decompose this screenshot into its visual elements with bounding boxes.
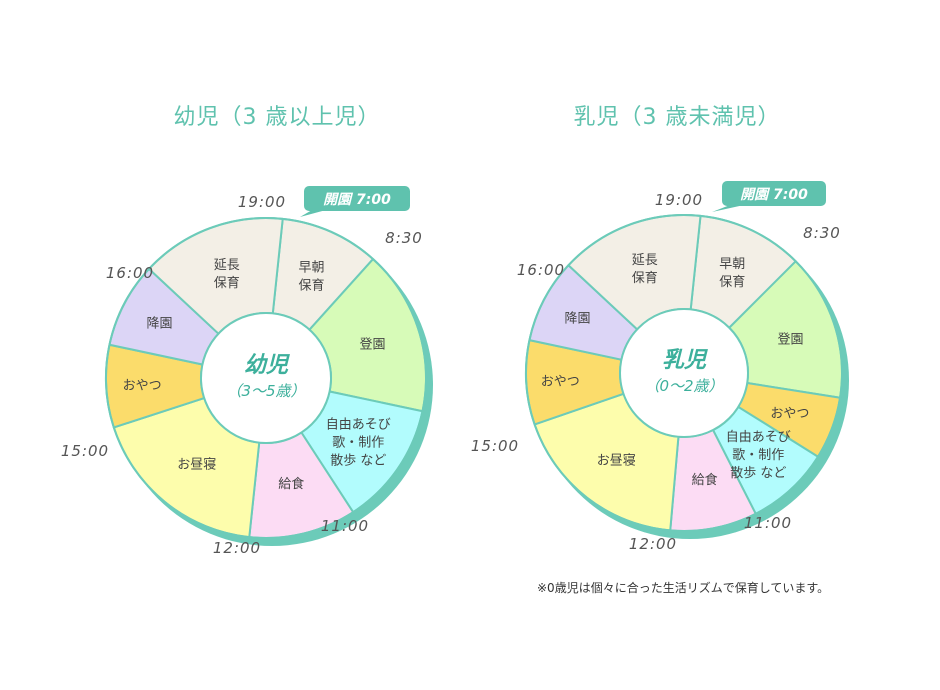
segment-label-1: 登園 [778,332,804,347]
footnote: ※0歳児は個々に合った生活リズムで保育しています。 [537,580,829,595]
time-label-3: 12:00 [629,535,677,553]
segment-label-0: 早朝保育 [719,257,745,290]
segment-label-7: 降園 [565,312,591,327]
center-title: 乳児 [662,348,708,373]
opening-badge-text: 開園 7:00 [740,187,808,203]
segment-label-4: 給食 [692,472,718,488]
time-label-5: 16:00 [106,264,154,282]
segment-label-5: お昼寝 [597,453,636,469]
segment-label-1: 登園 [360,337,386,352]
time-label-1: 8:30 [803,224,841,242]
ring-outline [105,217,427,539]
time-label-3: 12:00 [213,539,261,557]
segment-label-4: お昼寝 [177,456,216,472]
segment-label-7: 延長保育 [214,258,240,291]
time-label-0: 19:00 [655,191,703,209]
segment-label-3: 自由あそび歌・制作散歩 など [726,430,791,481]
time-label-5: 16:00 [517,261,565,279]
time-label-0: 19:00 [238,193,286,211]
time-label-2: 11:00 [744,514,792,532]
badge-tail [300,210,326,217]
time-label-2: 11:00 [321,517,369,535]
segment-label-8: 延長保育 [632,253,658,286]
segment-label-0: 早朝保育 [299,261,325,294]
center-disc [200,312,332,444]
opening-badge [304,186,410,211]
time-label-1: 8:30 [385,229,423,247]
segment-label-3: 給食 [278,476,304,492]
segment-label-6: おやつ [541,375,580,390]
center-disc [619,308,749,438]
center-subtitle: （3～5歳） [226,382,305,400]
chart-title: 幼児（3 歳以上児） [174,105,381,130]
time-label-4: 15:00 [471,437,519,455]
badge-tail [712,205,744,212]
opening-badge [722,181,826,206]
segment-label-2: 自由あそび歌・制作散歩 など [326,417,391,468]
segment-label-2: おやつ [770,407,809,422]
opening-badge-text: 開園 7:00 [323,192,391,208]
center-title: 幼児 [244,353,290,378]
time-label-4: 15:00 [61,442,109,460]
ring-outline [525,214,843,532]
segment-label-5: おやつ [123,378,162,393]
chart-title: 乳児（3 歳未満児） [574,105,781,130]
center-subtitle: （0～2歳） [644,377,723,395]
segment-label-6: 降園 [147,317,173,332]
